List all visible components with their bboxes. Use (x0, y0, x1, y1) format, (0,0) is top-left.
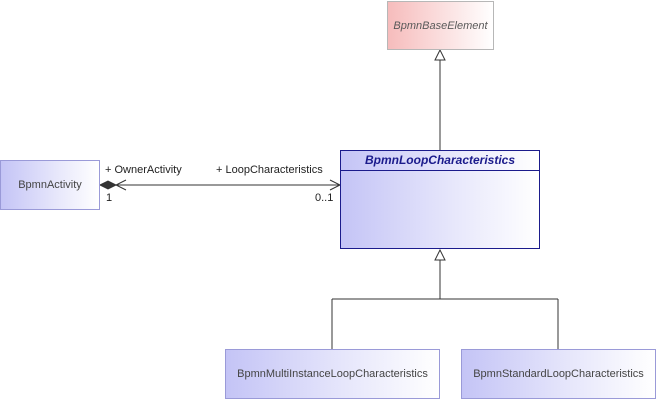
source-role-label: + OwnerActivity (105, 164, 182, 176)
composition-activity-loop (98, 179, 342, 191)
class-name: BpmnBaseElement (393, 19, 488, 32)
generalization-subclasses-to-loop (331, 248, 559, 349)
class-bpmn-multi-instance-loop-characteristics[interactable]: BpmnMultiInstanceLoopCharacteristics (225, 349, 440, 399)
generalization-loop-to-base (434, 48, 446, 150)
source-multiplicity-label: 1 (106, 192, 113, 204)
target-multiplicity-label: 0..1 (315, 192, 334, 204)
target-role-label: + LoopCharacteristics (216, 164, 323, 176)
class-bpmn-loop-characteristics[interactable]: BpmnLoopCharacteristics (340, 150, 540, 249)
class-bpmn-standard-loop-characteristics[interactable]: BpmnStandardLoopCharacteristics (461, 349, 656, 399)
class-bpmn-base-element[interactable]: BpmnBaseElement (387, 1, 494, 50)
composition-diamond (98, 180, 118, 190)
class-name: BpmnMultiInstanceLoopCharacteristics (237, 368, 428, 380)
class-name: BpmnStandardLoopCharacteristics (473, 368, 644, 380)
class-name: BpmnLoopCharacteristics (341, 151, 539, 171)
class-name: BpmnActivity (18, 179, 82, 191)
class-bpmn-activity[interactable]: BpmnActivity (0, 160, 100, 210)
